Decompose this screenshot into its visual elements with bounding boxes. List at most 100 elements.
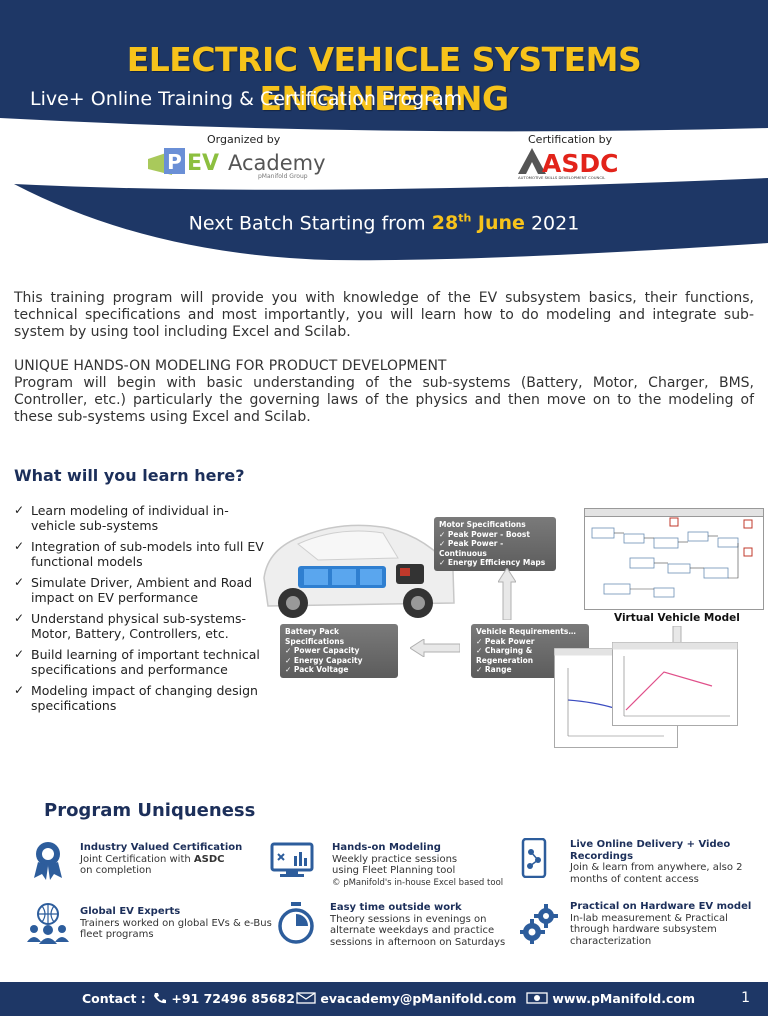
- intro-paragraph-2: UNIQUE HANDS-ON MODELING FOR PRODUCT DEV…: [14, 358, 754, 426]
- asdc-name: ASDC: [542, 149, 618, 178]
- feature-text: on completion: [80, 865, 152, 876]
- list-item-text: Modeling impact of changing design speci…: [31, 683, 258, 713]
- certification-by-label: Certification by: [528, 133, 613, 146]
- check-icon: ✓: [14, 575, 25, 589]
- batch-month: June: [471, 212, 525, 235]
- list-item-text: Learn modeling of individual in-vehicle …: [31, 503, 229, 533]
- header-banner: [0, 0, 768, 261]
- battery-spec-item: ✓ Power Capacity: [285, 646, 360, 655]
- uniqueness-heading: Program Uniqueness: [44, 800, 256, 821]
- feature-title: Easy time outside work: [330, 902, 462, 913]
- vehicle-req-item: ✓ Charging & Regeneration: [476, 646, 534, 665]
- list-item-text: Integration of sub-models into full EV f…: [31, 539, 264, 569]
- list-item-text: Simulate Driver, Ambient and Road impact…: [31, 575, 253, 605]
- check-icon: ✓: [14, 683, 25, 697]
- feature-title: Industry Valued Certification: [80, 842, 243, 853]
- feature-text: In-lab measurement & Practical through h…: [570, 912, 728, 947]
- email-address: evacademy@pManifold.com: [320, 991, 517, 1006]
- list-item: ✓ Learn modeling of individual in-vehicle…: [14, 503, 264, 533]
- list-item: ✓ Build learning of important technical s…: [14, 647, 264, 677]
- list-item: ✓ Modeling impact of changing design spec…: [14, 683, 264, 713]
- phone-number: +91 72496 85682: [171, 991, 295, 1006]
- check-icon: ✓: [14, 503, 25, 517]
- logo-ev: EV: [187, 151, 219, 176]
- check-icon: ✓: [14, 611, 25, 625]
- up-arrow-icon: [498, 568, 516, 620]
- feature-title: Practical on Hardware EV model: [570, 901, 752, 912]
- intro-heading: UNIQUE HANDS-ON MODELING FOR PRODUCT DEV…: [14, 358, 447, 374]
- ev-academy-logo: P EV Academy pManifold Group: [146, 145, 342, 181]
- contact-label: Contact :: [82, 991, 146, 1006]
- website-contact[interactable]: www.pManifold.com: [526, 991, 695, 1006]
- gears-icon: [520, 904, 558, 944]
- feature-global-experts: Global EV Experts Trainers worked on glo…: [80, 906, 275, 941]
- asdc-logo: ASDC AUTOMOTIVE SKILLS DEVELOPMENT COUNC…: [516, 146, 632, 180]
- left-arrow-icon: [410, 639, 460, 657]
- batch-year: 2021: [524, 212, 580, 235]
- check-icon: ✓: [14, 647, 25, 661]
- feature-text: Join & learn from anywhere, also 2 month…: [570, 862, 743, 885]
- feature-text: Trainers worked on global EVs & e-Bus fl…: [80, 917, 272, 941]
- feature-title: Global EV Experts: [80, 906, 181, 917]
- feature-hands-on-modeling: Hands-on Modeling Weekly practice sessio…: [332, 842, 527, 889]
- simulation-model-screenshot: [584, 508, 764, 610]
- intro-body: Program will begin with basic understand…: [14, 375, 754, 425]
- motor-spec-title: Motor Specifications: [439, 520, 526, 529]
- motor-spec-box: Motor Specifications ✓ Peak Power - Boos…: [434, 517, 556, 571]
- vehicle-req-title: Vehicle Requirements…: [476, 627, 576, 636]
- batch-date: 28th June: [432, 212, 525, 234]
- feature-text: Weekly practice sessions: [332, 853, 458, 865]
- program-title: ELECTRIC VEHICLE SYSTEMS ENGINEERING: [126, 40, 642, 118]
- contact-footer: Contact : +91 72496 85682 evacademy@pMan…: [0, 982, 768, 1016]
- list-item-text: Understand physical sub-systems- Motor, …: [31, 611, 247, 641]
- learn-heading: What will you learn here?: [14, 466, 245, 485]
- vehicle-req-item: ✓ Range: [476, 665, 512, 674]
- award-ribbon-icon: [34, 842, 62, 880]
- virtual-vehicle-model-label: Virtual Vehicle Model: [614, 612, 740, 624]
- list-item: ✓ Simulate Driver, Ambient and Road impac…: [14, 575, 264, 605]
- ev-system-diagram: Motor Specifications ✓ Peak Power - Boos…: [258, 500, 768, 755]
- feature-title: Live Online Delivery + Video Recordings: [570, 839, 731, 862]
- battery-spec-item: ✓ Energy Capacity: [285, 655, 363, 665]
- logo-p: P: [167, 150, 182, 174]
- email-contact[interactable]: evacademy@pManifold.com: [296, 991, 516, 1006]
- phone-icon: [154, 993, 166, 1004]
- feature-text: Joint Certification with: [80, 853, 194, 865]
- list-item-text: Build learning of important technical sp…: [31, 647, 260, 677]
- ev-chassis-illustration: [263, 524, 455, 618]
- phone-contact[interactable]: +91 72496 85682: [153, 991, 295, 1006]
- batch-prefix: Next Batch Starting from: [188, 212, 432, 235]
- globe-people-icon: [27, 903, 69, 944]
- feature-live-online: Live Online Delivery + Video Recordings …: [570, 839, 760, 885]
- feature-text: Theory sessions in evenings on alternate…: [330, 913, 506, 948]
- monitor-chart-icon: [270, 842, 314, 877]
- battery-spec-box: Battery Pack Specifications ✓ Power Capa…: [280, 624, 398, 678]
- mobile-video-icon: [521, 838, 547, 878]
- motor-spec-item: ✓ Peak Power - Continuous: [439, 539, 504, 558]
- program-subtitle: Live+ Online Training & Certification Pr…: [30, 88, 463, 110]
- next-batch-banner: Next Batch Starting from 28th June 2021: [0, 212, 768, 234]
- motor-spec-item: ✓ Energy Efficiency Maps: [439, 558, 546, 567]
- feature-text-bold: ASDC: [193, 853, 225, 865]
- list-item: ✓Integration of sub-models into full EV …: [14, 539, 264, 569]
- feature-hardware-practical: Practical on Hardware EV model In-lab me…: [570, 901, 760, 947]
- batch-day: 28: [431, 212, 459, 235]
- organized-by-label: Organized by: [207, 133, 281, 146]
- battery-spec-title: Battery Pack Specifications: [285, 627, 345, 646]
- logo-group: pManifold Group: [258, 173, 308, 180]
- logo-academy: Academy: [228, 151, 326, 175]
- feature-certification: Industry Valued Certification Joint Cert…: [80, 842, 275, 877]
- feature-text-small: © pManifold's in-house Excel based tool: [332, 877, 504, 888]
- page-number: 1: [741, 990, 750, 1006]
- vehicle-req-item: ✓ Peak Power: [476, 636, 535, 646]
- batch-day-suffix: th: [458, 212, 472, 225]
- result-plot-window-front: [612, 642, 738, 726]
- website-url: www.pManifold.com: [552, 991, 695, 1006]
- intro-paragraph-1: This training program will provide you w…: [14, 290, 754, 340]
- feature-easy-time: Easy time outside work Theory sessions i…: [330, 902, 520, 948]
- stopwatch-icon: [278, 902, 314, 944]
- envelope-icon: [296, 992, 316, 1004]
- intro-text: This training program will provide you w…: [14, 290, 754, 443]
- motor-spec-item: ✓ Peak Power - Boost: [439, 529, 530, 539]
- web-icon: [526, 992, 548, 1004]
